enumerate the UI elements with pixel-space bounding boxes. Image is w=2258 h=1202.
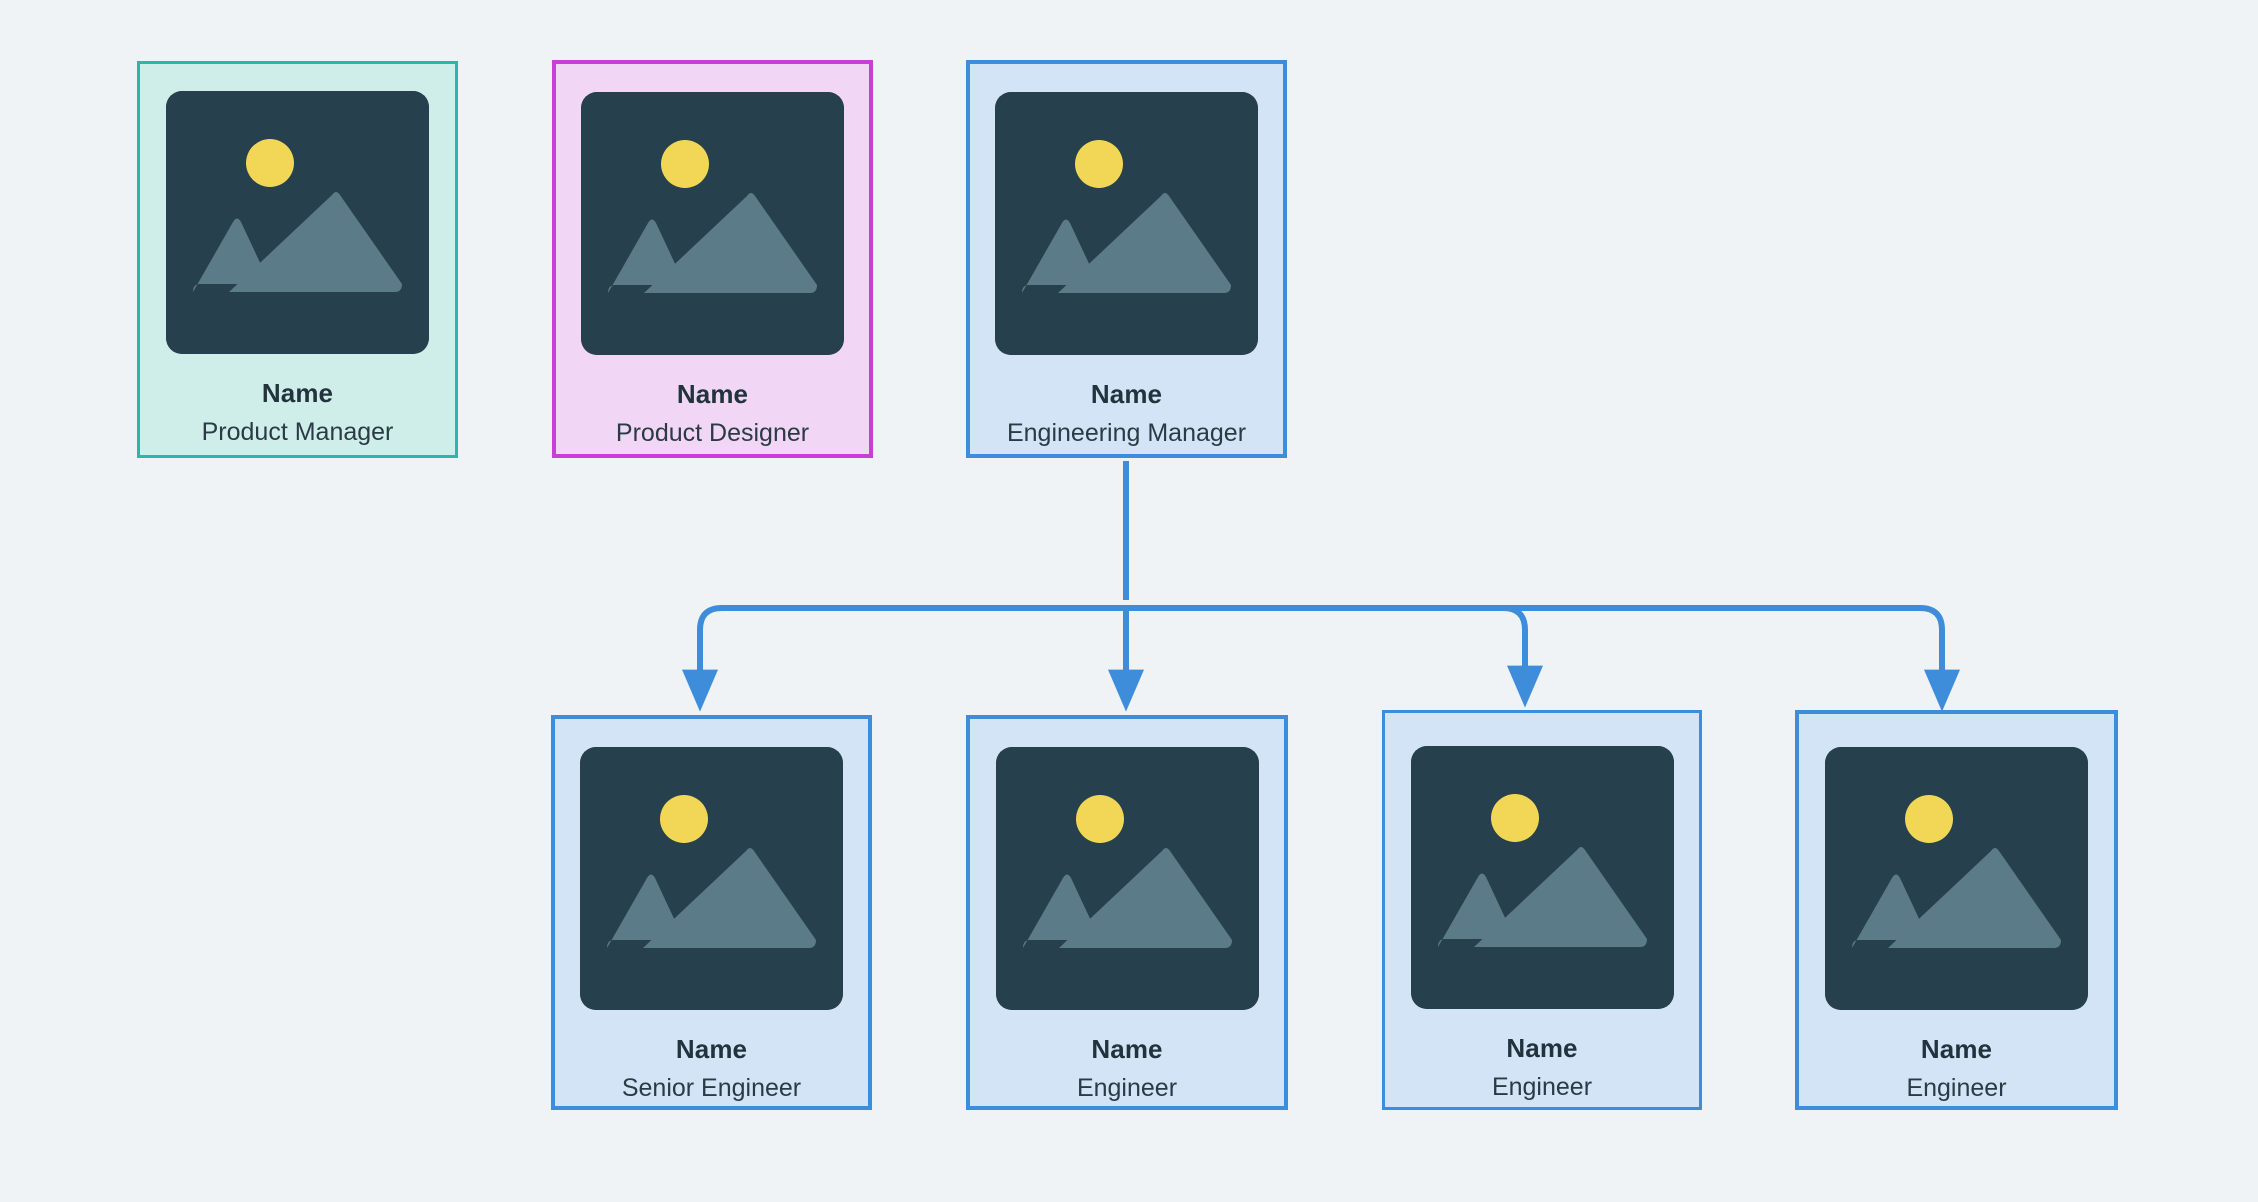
sun-icon [660, 795, 708, 843]
connector-bus [697, 605, 1960, 712]
card-name: Name [676, 379, 749, 409]
card-name: Name [1920, 1034, 1993, 1064]
org-card-engineer-3[interactable]: Name Engineer [1795, 710, 2118, 1110]
card-role: Senior Engineer [621, 1074, 802, 1102]
image-placeholder-icon [995, 747, 1259, 1010]
card-name: Name [261, 378, 334, 408]
org-card-engineer-1[interactable]: Name Engineer [966, 715, 1288, 1110]
org-card-engineering-manager[interactable]: Name Engineering Manager [966, 60, 1287, 458]
card-role: Engineer [1076, 1074, 1178, 1102]
sun-icon [246, 139, 294, 187]
org-card-engineer-2[interactable]: Name Engineer [1382, 710, 1702, 1110]
org-card-product-designer[interactable]: Name Product Designer [552, 60, 873, 458]
card-name: Name [1506, 1033, 1578, 1063]
connector-branch-3 [1502, 605, 1543, 708]
org-card-product-manager[interactable]: Name Product Manager [137, 61, 458, 458]
image-placeholder-icon [580, 747, 843, 1010]
card-role: Product Manager [201, 418, 394, 446]
image-placeholder-icon [995, 92, 1258, 355]
sun-icon [1075, 140, 1123, 188]
image-placeholder-icon [1825, 747, 2088, 1010]
card-role: Engineer [1906, 1074, 2007, 1102]
card-role: Product Designer [615, 419, 810, 447]
card-name: Name [1091, 1034, 1163, 1064]
card-name: Name [1090, 379, 1163, 409]
sun-icon [661, 140, 709, 188]
sun-icon [1905, 795, 1953, 843]
card-role: Engineer [1491, 1073, 1593, 1101]
image-placeholder-icon [166, 91, 429, 354]
sun-icon [1075, 795, 1124, 843]
card-name: Name [675, 1034, 748, 1064]
org-card-senior-engineer[interactable]: Name Senior Engineer [551, 715, 872, 1110]
image-placeholder-icon [1410, 746, 1674, 1009]
image-placeholder-icon [581, 92, 844, 355]
sun-icon [1490, 794, 1539, 842]
card-role: Engineering Manager [1006, 419, 1247, 447]
